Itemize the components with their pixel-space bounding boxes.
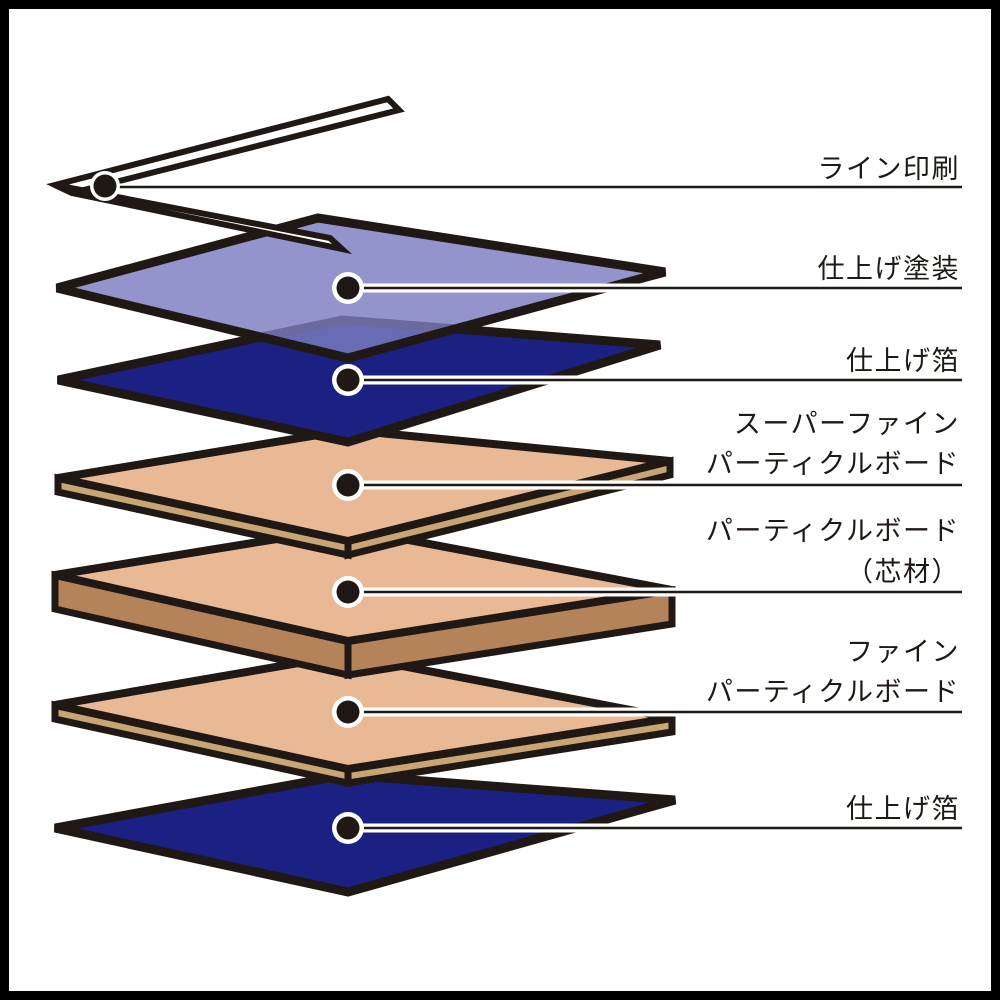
callout-finish-coating[interactable]: [332, 272, 962, 304]
layer-label-fine-particleboard-line1: ファイン: [846, 637, 960, 667]
finish-foil-bottom-face: [54, 770, 677, 897]
callout-dot-line-print[interactable]: [93, 174, 117, 198]
callout-dot-fine-particleboard[interactable]: [336, 700, 360, 724]
callout-dot-finish-foil-top[interactable]: [336, 368, 360, 392]
layer-label-core-particleboard-line1: パーティクルボード: [706, 516, 960, 546]
layer-shape-line-print[interactable]: [46, 95, 405, 255]
callout-fine-particleboard[interactable]: [332, 696, 962, 728]
callout-dot-finish-foil-bottom[interactable]: [336, 816, 360, 840]
callout-dot-super-fine-particleboard[interactable]: [336, 473, 360, 497]
callout-super-fine-particleboard[interactable]: [332, 469, 962, 501]
layer-label-finish-coating: 仕上げ塗装: [818, 254, 961, 284]
callout-line-print[interactable]: [90, 171, 962, 201]
layer-label-line-print: ライン印刷: [818, 154, 961, 184]
callout-finish-foil-top[interactable]: [332, 364, 962, 396]
callout-dot-finish-coating[interactable]: [336, 276, 360, 300]
line-print-lower-arm: [53, 182, 353, 255]
layer-label-core-particleboard-line2: （芯材）: [846, 557, 960, 587]
layer-label-fine-particleboard-line2: パーティクルボード: [706, 677, 960, 707]
layer-label-finish-foil-bottom: 仕上げ箔: [846, 794, 960, 824]
layer-label-finish-foil-top: 仕上げ箔: [846, 346, 960, 376]
layer-shape-finish-foil-bottom[interactable]: [54, 770, 677, 897]
layer-label-super-fine-particleboard-line1: スーパーファイン: [734, 409, 960, 439]
callout-core-particleboard[interactable]: [332, 576, 962, 608]
layer-shape-super-fine-particleboard[interactable]: [54, 425, 674, 560]
callout-dot-core-particleboard[interactable]: [336, 580, 360, 604]
layer-label-super-fine-particleboard-line2: パーティクルボード: [706, 449, 960, 479]
callout-finish-foil-bottom[interactable]: [332, 812, 962, 844]
layer-shape-core-particleboard[interactable]: [51, 523, 676, 680]
